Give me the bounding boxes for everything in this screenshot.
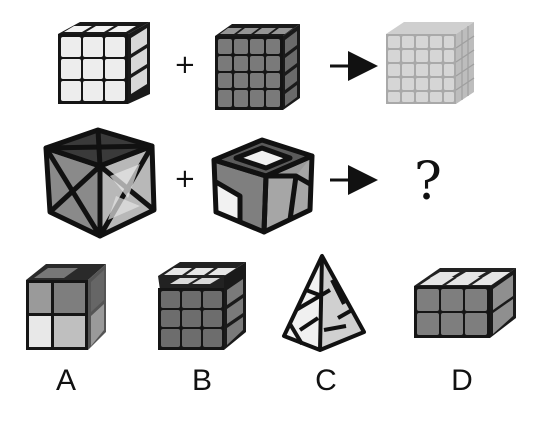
option-label-c[interactable]: C	[315, 364, 337, 397]
cube-5x5-icon	[386, 22, 475, 104]
pyraminx-icon	[282, 254, 366, 352]
option-label-b[interactable]: B	[191, 364, 212, 397]
plus-sign: +	[174, 50, 196, 80]
question-mark: ?	[414, 152, 442, 212]
cube-3x3-icon	[58, 22, 150, 104]
skewb-cube-icon	[211, 137, 315, 235]
plus-sign: +	[174, 164, 196, 194]
dino-cube-icon	[43, 127, 157, 239]
cube-2x2-mirror-icon	[26, 264, 106, 350]
option-label-d[interactable]: D	[451, 364, 473, 397]
cube-3x3x2-icon	[414, 268, 516, 338]
option-label-a[interactable]: A	[55, 364, 76, 397]
cube-4x4-icon	[215, 24, 300, 110]
cube-3x3-dark-icon	[158, 262, 246, 350]
